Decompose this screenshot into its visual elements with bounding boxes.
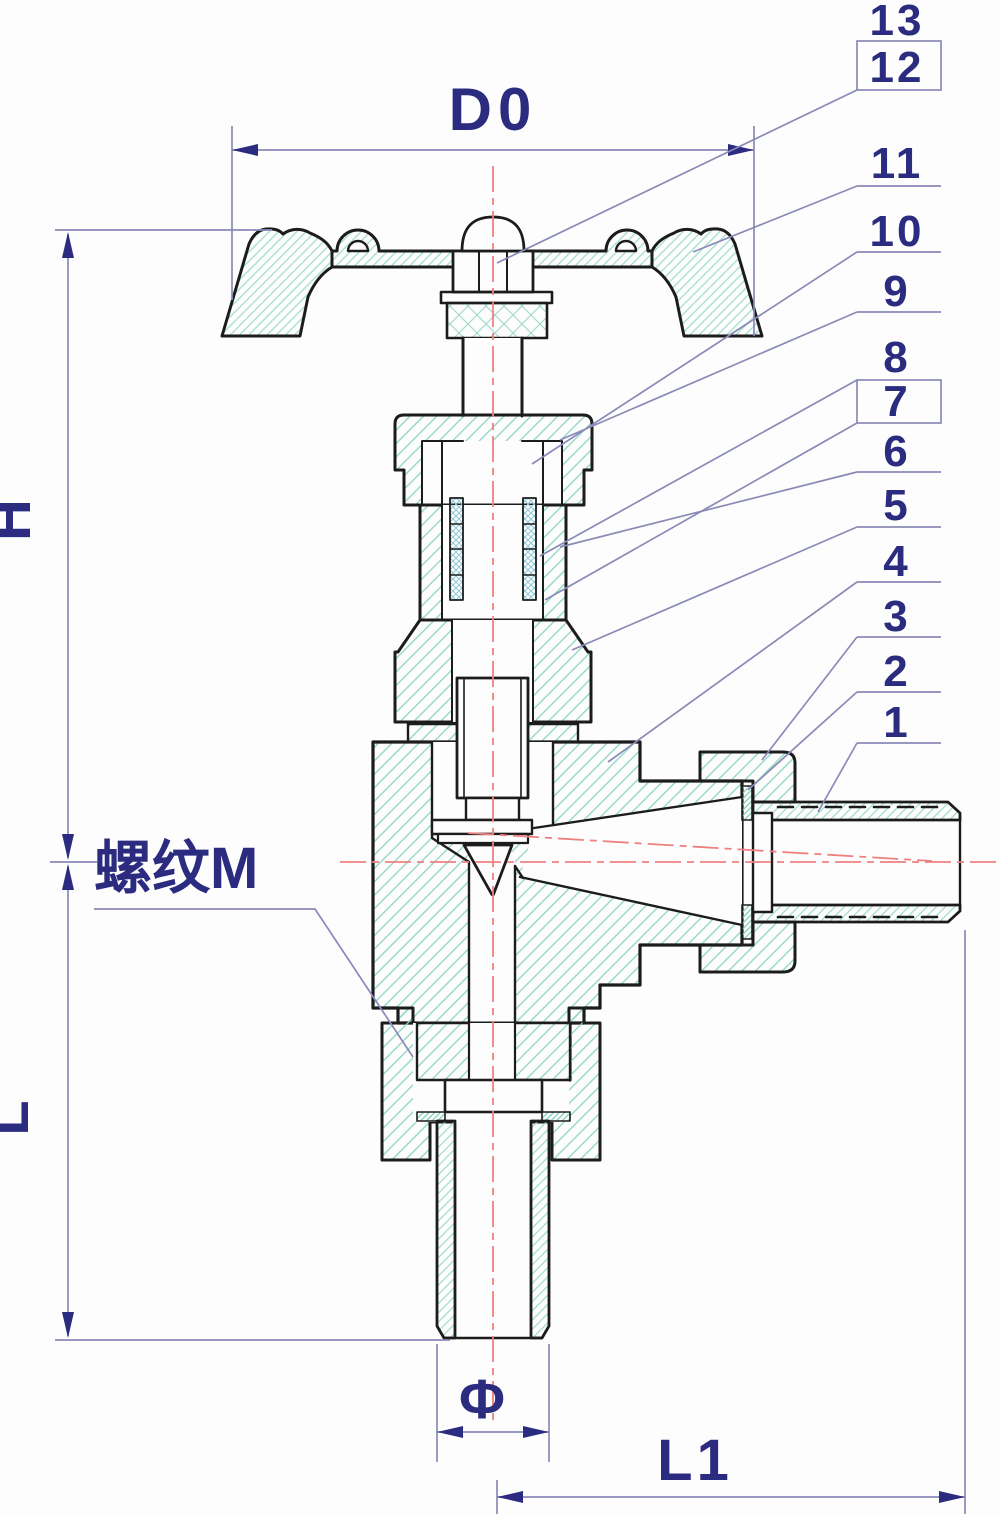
leader-9	[559, 311, 858, 441]
dim-l1	[496, 930, 966, 1514]
dim-phi	[436, 1344, 550, 1462]
dim-label-phi: Φ	[459, 1367, 505, 1430]
outlet-union-nut-bottom	[698, 920, 797, 974]
part-number-11: 11	[871, 139, 924, 188]
part-number-2: 2	[883, 647, 910, 696]
ferrule-right	[541, 1111, 571, 1122]
callout-box-7	[856, 379, 942, 424]
dim-h	[50, 229, 272, 863]
leader-5	[571, 526, 858, 651]
part-number-6: 6	[883, 427, 910, 476]
leader-thread-m	[94, 908, 414, 1058]
handwheel-section	[220, 215, 764, 340]
inlet-pipe-left-wall	[435, 1119, 457, 1340]
leader-8	[539, 379, 858, 557]
dim-label-h: H	[0, 499, 43, 541]
leader-1	[817, 742, 858, 813]
outlet-gasket-bottom	[741, 904, 753, 940]
labels: D0 H L 螺纹M Φ L1 13 12 11 10 9 8 7 6 5 4 …	[0, 0, 925, 1493]
outlet-union-nut-top	[698, 750, 797, 804]
handwheel-web	[330, 228, 654, 269]
dimensions	[50, 40, 966, 1514]
part-number-10: 10	[870, 207, 925, 256]
part-number-4: 4	[883, 537, 910, 586]
part-number-1: 1	[883, 698, 910, 747]
passage-centerline	[467, 832, 933, 862]
leader-2	[747, 691, 858, 791]
packing-rings	[449, 497, 537, 601]
callout-leaders	[496, 40, 942, 813]
part-number-3: 3	[883, 592, 910, 641]
inlet-assembly	[380, 1006, 602, 1340]
outlet-gasket-top	[741, 785, 753, 821]
inlet-pipe-right-wall	[529, 1119, 551, 1340]
dim-label-l: L	[0, 1100, 41, 1135]
leader-11	[692, 185, 858, 253]
part-number-7: 7	[883, 377, 910, 426]
outlet-pipe-bottom-wall	[751, 903, 962, 924]
handwheel-right-rim	[650, 227, 764, 338]
handwheel-left-rim	[220, 227, 334, 338]
spoke-hole-left	[346, 239, 370, 253]
outlet-assembly	[698, 750, 962, 974]
leader-6	[559, 471, 858, 548]
leader-13-12	[496, 89, 858, 264]
part-number-12: 12	[870, 43, 925, 92]
disc-flange	[430, 818, 534, 836]
centerlines	[340, 166, 998, 1420]
dim-d0	[231, 126, 755, 336]
spoke-hole-right	[614, 239, 638, 253]
dim-l	[55, 864, 450, 1341]
part-number-13: 13	[870, 0, 925, 45]
hub-plate	[439, 290, 554, 305]
hub-block	[445, 301, 549, 340]
dim-label-d0: D0	[449, 76, 538, 143]
outlet-pipe-top-wall	[751, 800, 962, 822]
part-number-8: 8	[883, 333, 910, 382]
ferrule-left	[416, 1111, 446, 1122]
leader-4	[607, 581, 858, 763]
part-number-5: 5	[883, 481, 910, 530]
label-thread-m: 螺纹M	[94, 836, 258, 901]
part-number-9: 9	[883, 267, 910, 316]
callout-box-12	[856, 40, 942, 91]
outlet-passage	[520, 797, 742, 925]
dim-label-l1: L1	[657, 1428, 733, 1493]
leader-3	[761, 636, 858, 761]
